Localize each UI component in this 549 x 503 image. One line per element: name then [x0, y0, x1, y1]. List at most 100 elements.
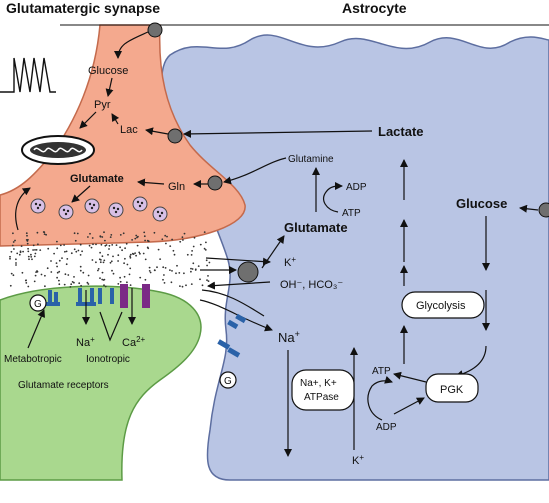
glutamate-dot	[74, 239, 77, 242]
glutamate-dot	[26, 242, 29, 245]
glutamate-dot	[102, 261, 105, 264]
glutamate-dot	[79, 254, 82, 256]
glutamate-dot	[175, 272, 177, 275]
label-neuron-pyr: Pyr	[94, 99, 111, 111]
glutamate-dot	[87, 236, 89, 238]
glutamate-dot	[13, 248, 15, 250]
glutamate-dot	[53, 252, 55, 255]
arrow-pgk-adp	[393, 397, 425, 415]
pgk-box	[425, 373, 479, 403]
label-na-post: Na+	[76, 335, 95, 349]
glutamate-dot	[81, 250, 83, 253]
glutamate-dot	[128, 273, 131, 276]
label-glutamine: Glutamine	[288, 154, 334, 165]
glutamate-dot	[119, 280, 122, 283]
glutamate-dot	[171, 238, 174, 241]
glutamate-dot	[99, 277, 101, 279]
vesicles	[30, 196, 168, 222]
glutamate-dot	[131, 239, 134, 241]
glutamate-dot	[19, 250, 22, 253]
glutamate-dot	[205, 241, 207, 244]
glutamate-dot	[39, 249, 42, 252]
g-protein-astro	[219, 371, 237, 389]
glutamate-dot	[87, 283, 90, 285]
glutamate-dot	[163, 274, 165, 276]
glutamate-dot	[159, 258, 162, 260]
label-pgk: PGK	[440, 384, 464, 396]
glutamate-dot	[82, 271, 85, 274]
glutamate-dot	[134, 237, 137, 240]
mitochondrion	[21, 135, 95, 165]
glutamate-dot	[129, 255, 132, 258]
label-atpase-line1: Na+, K+	[300, 378, 337, 389]
glutamate-dot	[135, 234, 138, 237]
glutamate-dot	[98, 258, 101, 261]
glutamate-dot	[36, 231, 39, 234]
vesicle-glutamate-dot	[112, 206, 116, 210]
ionotropic-receptor-2	[98, 288, 114, 304]
glutamate-dot	[190, 283, 193, 285]
glutamate-dot	[191, 250, 194, 252]
glutamate-dot	[101, 271, 104, 274]
glutamate-dot	[61, 257, 63, 259]
glutamate-dot	[117, 283, 120, 285]
glutamate-dot	[104, 244, 107, 247]
arrow-lactate-out	[183, 129, 373, 138]
glutamine-transporter-neuron	[207, 175, 223, 191]
glutamate-dot	[136, 236, 138, 239]
glutamate-dot	[179, 240, 182, 243]
vesicle	[84, 198, 100, 214]
glutamate-dot	[126, 281, 128, 284]
arrow-glutamate-internal	[261, 235, 285, 269]
glutamate-dot	[99, 251, 101, 254]
glutamate-dot	[112, 255, 114, 258]
glutamate-dot	[97, 269, 99, 272]
label-metabotropic: Metabotropic	[4, 354, 62, 365]
label-neuron-glucose: Glucose	[88, 65, 128, 77]
glutamate-dot	[80, 284, 82, 287]
action-potential-trace	[0, 57, 56, 93]
label-neuron-gln: Gln	[168, 181, 185, 193]
arrow-atp-pgk	[393, 371, 427, 383]
glutamate-dot	[109, 236, 112, 239]
glutamate-dot	[110, 260, 113, 263]
glycolysis-box	[401, 291, 485, 319]
glutamate-dot	[25, 232, 28, 235]
vesicle-glutamate-dot	[138, 204, 142, 208]
label-ca-post: Ca2+	[122, 335, 146, 349]
glutamate-dot	[33, 255, 36, 258]
glutamate-dot	[190, 254, 193, 256]
glutamate-dot	[103, 259, 106, 262]
glutamate-dot	[24, 279, 27, 282]
glutamate-dot	[63, 283, 66, 286]
label-neuron-glutamate: Glutamate	[70, 173, 124, 185]
arrow-ionotropic-v	[99, 311, 123, 342]
glutamate-dot	[35, 249, 38, 251]
glutamate-dot	[135, 254, 138, 257]
glutamate-transporter-astrocyte	[237, 261, 259, 283]
glutamate-dot	[199, 243, 202, 246]
glutamate-dot	[15, 262, 17, 264]
astrocyte-receptors	[217, 313, 247, 358]
label-atpase-line2: ATPase	[304, 392, 339, 403]
glutamate-dot	[58, 283, 61, 286]
glutamate-dot	[206, 279, 208, 281]
label-adp-bottom: ADP	[376, 422, 397, 433]
arrow-glucose-in	[114, 31, 149, 59]
glutamate-dot	[125, 242, 128, 245]
glutamate-dot	[139, 276, 142, 279]
glutamate-dot	[67, 274, 70, 276]
glutamate-dot	[183, 232, 186, 235]
glutamate-dot	[56, 247, 59, 250]
glutamate-dot	[134, 252, 137, 255]
glutamate-dot	[87, 274, 90, 277]
glutamate-dot	[43, 231, 46, 234]
glutamate-dot	[201, 284, 204, 287]
glutamate-dot	[15, 258, 17, 261]
glutamate-dot	[190, 270, 192, 273]
glutamate-dot	[65, 263, 68, 266]
arrow-adp-atp-cycle	[367, 375, 393, 421]
glutamate-dot	[92, 243, 94, 246]
glutamate-dot	[47, 247, 50, 250]
glutamate-dot	[88, 244, 91, 247]
